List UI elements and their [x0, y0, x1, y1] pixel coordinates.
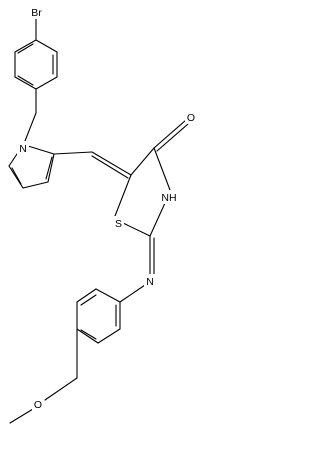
atom-o-methoxy: O	[32, 397, 44, 411]
bond-ring1-d	[14, 76, 37, 90]
molecule-svg: Br N O NH S N O	[8, 4, 197, 424]
svg-text:NH: NH	[161, 192, 176, 204]
bond-pyr-c4-c5-inner	[11, 167, 22, 185]
bond-ring1-f-inner	[17, 43, 34, 54]
svg-text:N: N	[19, 143, 27, 155]
bond-ch-c5-inner	[91, 155, 129, 179]
atom-o-carbonyl: O	[185, 110, 197, 124]
bond-c2-s	[122, 222, 151, 237]
atom-nh: NH	[159, 190, 180, 204]
bond-c4-o	[153, 119, 187, 149]
bond-c4-n3	[153, 147, 171, 191]
bond-pyr-c2-c3-inner	[45, 156, 53, 180]
bond-o-ch3	[9, 408, 34, 424]
bond-ring2-b	[76, 288, 97, 303]
bond-ring2-d	[76, 328, 99, 344]
bond-layer	[8, 18, 189, 424]
bond-n-aryl	[119, 284, 146, 303]
bond-c-o	[44, 377, 78, 401]
bond-pyr-c2-c3	[47, 153, 55, 183]
bond-ring1-d-inner	[17, 75, 34, 86]
molecule-structure-diagram: Br N O NH S N O	[8, 4, 197, 424]
bond-c2-ch	[53, 151, 93, 155]
atom-n-pyrrole: N	[17, 141, 29, 155]
bond-ring1-c	[35, 76, 58, 90]
svg-text:N: N	[146, 276, 154, 288]
bond-ring1-f	[14, 39, 37, 53]
atom-s: S	[113, 216, 124, 230]
bond-n-c2	[27, 145, 55, 155]
bond-ch-c5	[91, 151, 132, 176]
atom-br: Br	[27, 4, 46, 19]
bond-n3-c2	[149, 202, 166, 237]
bond-aryl-n-link	[24, 112, 37, 142]
svg-text:O: O	[34, 399, 42, 411]
bond-pyr-c4-c5	[8, 165, 24, 189]
bond-ring2-d-inner	[80, 329, 97, 340]
svg-text:O: O	[187, 112, 195, 124]
bond-ring2-e	[97, 328, 121, 344]
bond-ring2-a	[95, 288, 121, 303]
bond-c4-o-inner	[156, 123, 189, 152]
atom-n-imine: N	[144, 274, 156, 288]
bond-ring2-b-inner	[80, 294, 97, 306]
svg-text:S: S	[115, 218, 122, 230]
bond-ring1-a	[35, 39, 58, 53]
bond-c5-c4	[130, 147, 155, 176]
bond-pyr-c3-c4	[22, 181, 49, 189]
bond-s-c5	[114, 174, 132, 217]
svg-text:Br: Br	[31, 7, 42, 19]
